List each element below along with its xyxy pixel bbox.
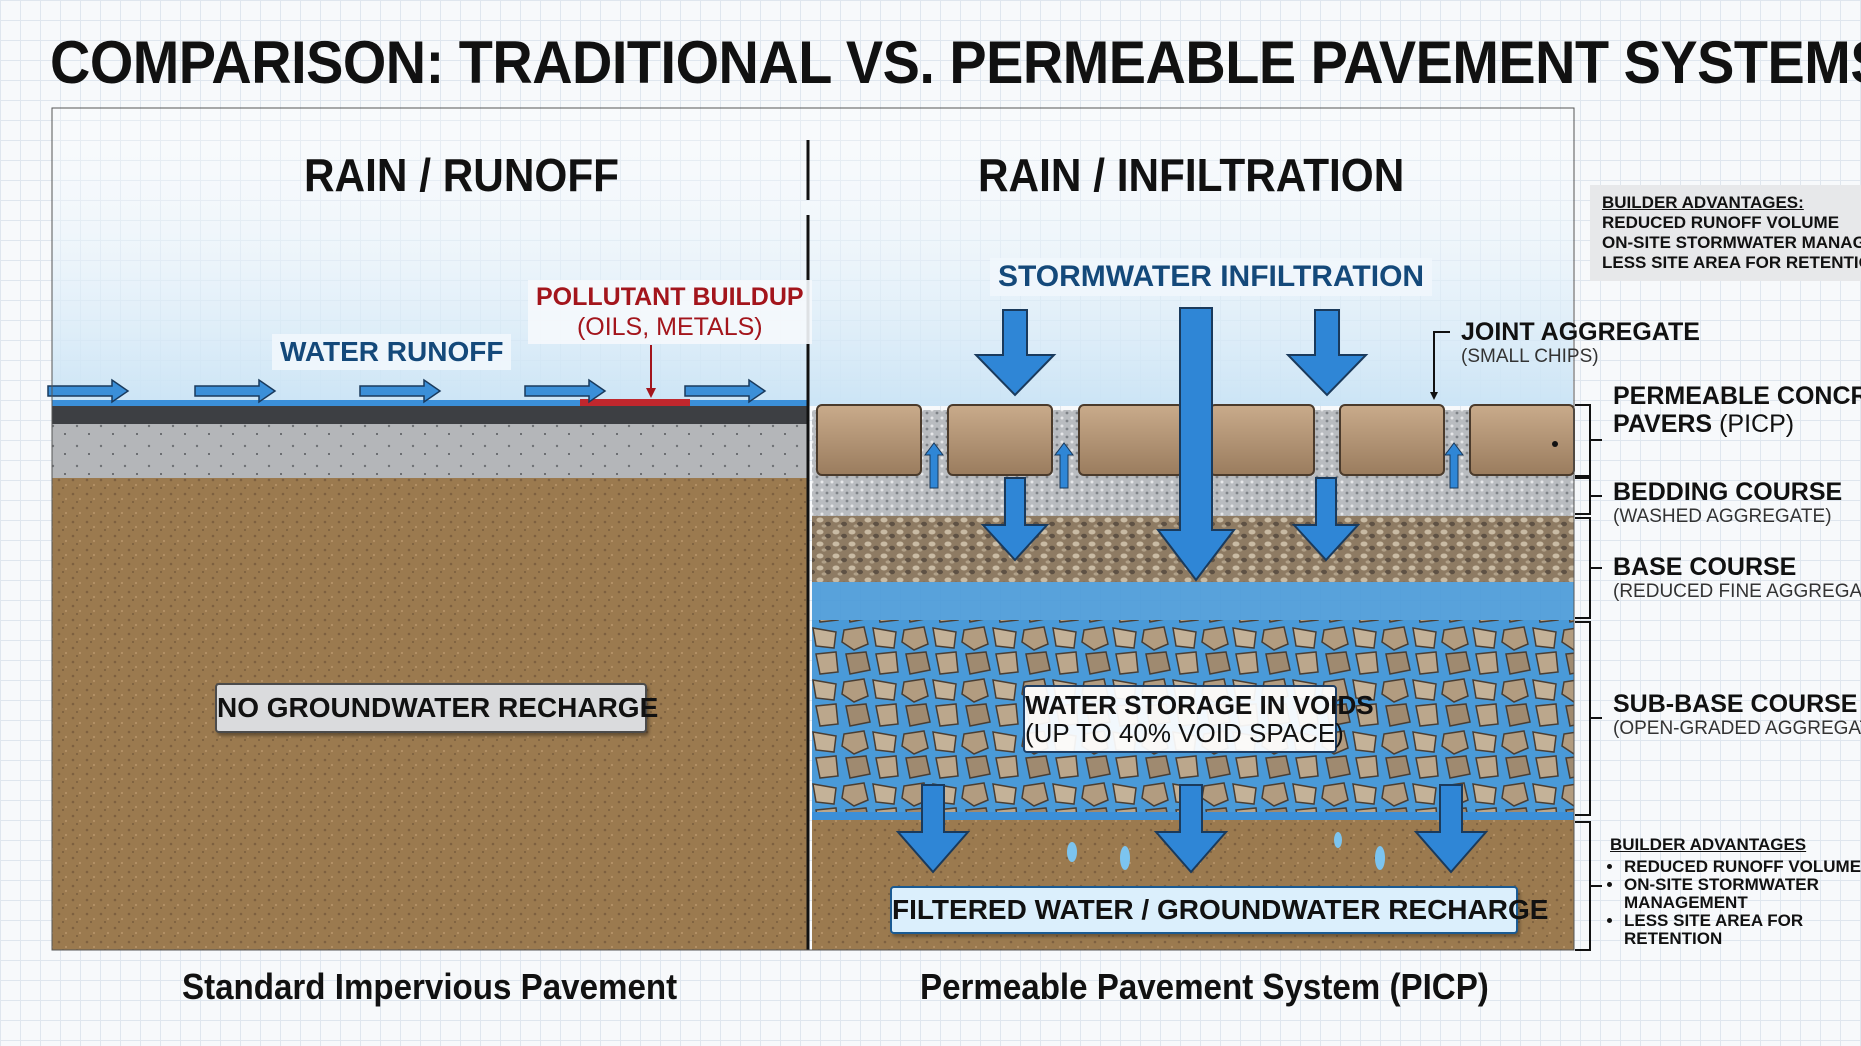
- pavers-label: PERMEABLE CONCRETE PAVERS (PICP): [1613, 382, 1861, 438]
- pollutant-title: POLLUTANT BUILDUP: [536, 283, 804, 311]
- water-runoff-label: WATER RUNOFF: [272, 334, 512, 370]
- builder-advantages-top: BUILDER ADVANTAGES: REDUCED RUNOFF VOLUM…: [1590, 185, 1861, 281]
- left-panel-heading: RAIN / RUNOFF: [304, 149, 620, 201]
- water-storage-title: WATER STORAGE IN VOIDS: [1025, 690, 1374, 720]
- list-item: ON-SITE STORMWATER MANAGEMENT: [1624, 876, 1824, 912]
- right-panel-heading: RAIN / INFILTRATION: [978, 149, 1405, 201]
- water-storage-box: WATER STORAGE IN VOIDS (UP TO 40% VOID S…: [1023, 685, 1374, 753]
- pollutant-subtitle: (OILS, METALS): [576, 313, 763, 341]
- stormwater-infiltration-label: STORMWATER INFILTRATION: [990, 258, 1433, 296]
- groundwater-recharge-box: FILTERED WATER / GROUNDWATER RECHARGE: [890, 886, 1548, 934]
- runoff-arrows: [47, 378, 767, 404]
- sub-base-course-label: SUB-BASE COURSE (OPEN-GRADED AGGREGATE): [1613, 690, 1861, 739]
- builder-advantages-bottom: BUILDER ADVANTAGES REDUCED RUNOFF VOLUME…: [1610, 836, 1861, 948]
- permeable-pavers: [816, 404, 1575, 476]
- list-item: REDUCED RUNOFF VOLUME: [1624, 858, 1861, 876]
- left-caption: Standard Impervious Pavement: [182, 966, 678, 1007]
- pollutant-buildup-label: POLLUTANT BUILDUP (OILS, METALS): [528, 280, 812, 344]
- joint-aggregate-label: JOINT AGGREGATE (SMALL CHIPS): [1461, 318, 1700, 367]
- bedding-course-label: BEDDING COURSE (WASHED AGGREGATE): [1613, 478, 1843, 527]
- water-storage-subtitle: (UP TO 40% VOID SPACE): [1025, 718, 1344, 748]
- right-caption: Permeable Pavement System (PICP): [920, 966, 1489, 1007]
- list-item: LESS SITE AREA FOR RETENTION: [1624, 912, 1824, 948]
- base-course-label: BASE COURSE (REDUCED FINE AGGREGATE): [1613, 553, 1861, 602]
- page-title: COMPARISON: TRADITIONAL VS. PERMEABLE PA…: [50, 29, 1861, 96]
- no-groundwater-recharge-box: NO GROUNDWATER RECHARGE: [215, 683, 658, 733]
- infiltration-arrows: [895, 307, 1489, 874]
